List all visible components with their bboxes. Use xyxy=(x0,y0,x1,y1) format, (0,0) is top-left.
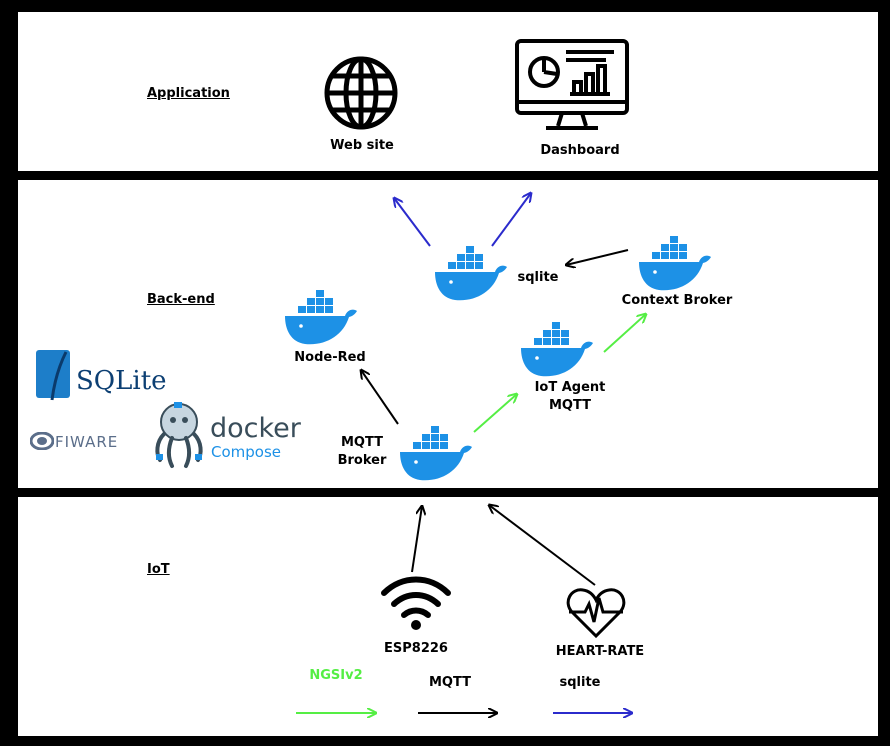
docker-logo-text: docker xyxy=(210,413,301,444)
iot-layer-panel xyxy=(18,497,878,736)
esp8226-label: ESP8226 xyxy=(384,641,448,656)
heart-rate-icon xyxy=(566,588,626,639)
fiware-logo-icon xyxy=(30,432,54,450)
application-layer-panel xyxy=(18,12,878,171)
docker-whale-icon xyxy=(435,246,507,301)
docker-whale-icon xyxy=(639,236,711,291)
backend-layer-label: Back-end xyxy=(147,292,215,307)
website-label: Web site xyxy=(330,138,394,153)
legend-mqtt-label: MQTT xyxy=(428,675,472,690)
heart-rate-label: HEART-RATE xyxy=(555,644,645,659)
legend-ngsi-label: NGSIv2 xyxy=(309,668,363,683)
iot-layer-label: IoT xyxy=(147,562,170,577)
docker-whale-icon xyxy=(400,426,472,481)
docker-compose-octopus-icon xyxy=(155,402,203,468)
mqtt-broker-label: MQTT Broker xyxy=(337,435,387,468)
docker-whale-icon xyxy=(285,290,357,345)
sqlite-logo-icon xyxy=(36,350,70,401)
docker-whale-icon xyxy=(521,322,593,377)
wifi-icon xyxy=(381,576,451,630)
globe-icon xyxy=(324,56,398,130)
sqlite-label: sqlite xyxy=(517,270,559,285)
sqlite-logo-text: SQLite xyxy=(76,366,167,396)
fiware-logo-text: FIWARE xyxy=(55,433,119,451)
legend-sqlite-label: sqlite xyxy=(559,675,601,690)
dashboard-label: Dashboard xyxy=(540,143,620,158)
compose-logo-text: Compose xyxy=(211,443,282,461)
dashboard-monitor-icon xyxy=(515,39,629,130)
context-broker-label: Context Broker xyxy=(621,293,733,308)
iot-agent-label: IoT Agent MQTT xyxy=(534,380,606,413)
application-layer-label: Application xyxy=(147,86,230,101)
node-red-label: Node-Red xyxy=(294,350,366,365)
